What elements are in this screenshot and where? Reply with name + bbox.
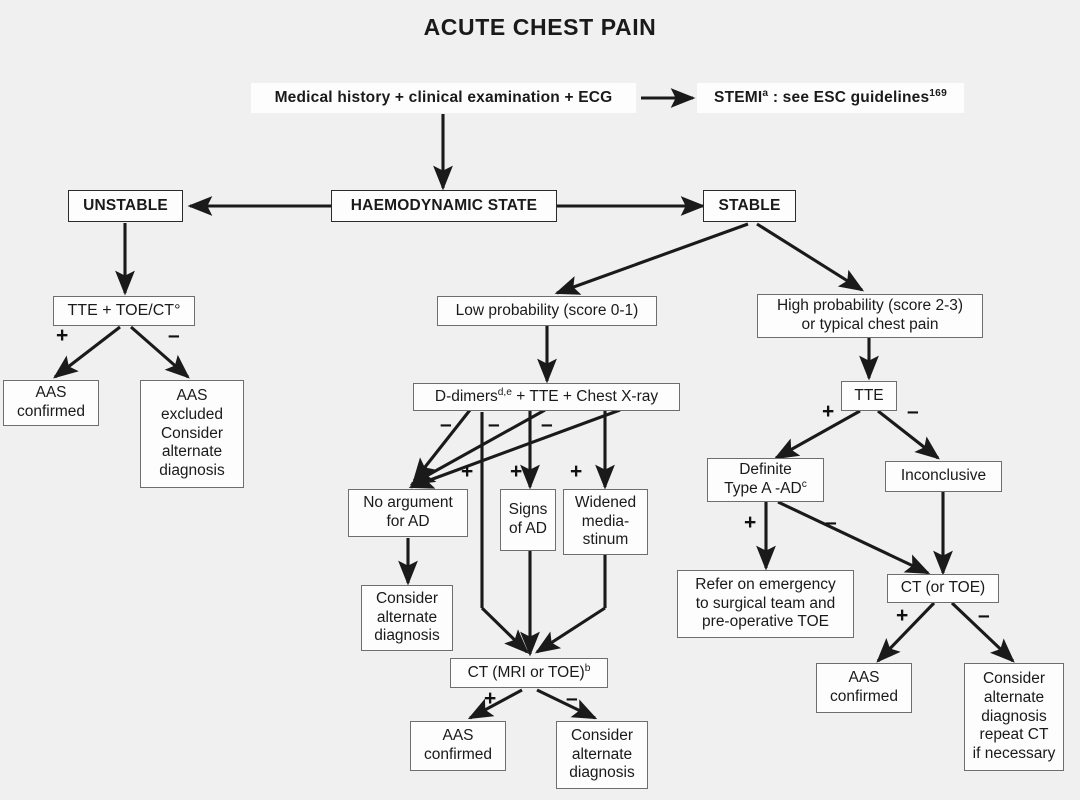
node-definite-type-a[interactable]: Definite Type A -ADc [707,458,824,502]
ct-mri-or-toe-label: CT (MRI or TOE)b [467,662,591,682]
node-consider-alternate-bottom[interactable]: Consider alternate diagnosis [556,721,648,789]
node-haemodynamic-state[interactable]: HAEMODYNAMIC STATE [331,190,557,222]
sign-tte-toe-minus: – [168,324,180,347]
sign-ddimer-minus-3: – [541,413,553,436]
node-stable[interactable]: STABLE [703,190,796,222]
sign-definite-plus: + [744,511,757,534]
node-aas-confirmed-right[interactable]: AAS confirmed [816,663,912,713]
node-inconclusive[interactable]: Inconclusive [885,461,1002,492]
d-dimers-label: D-dimersd,e + TTE + Chest X-ray [434,386,659,406]
sign-ddimer-plus-3: + [570,460,583,483]
sign-ddimer-minus-1: – [440,413,452,436]
node-widened-mediastinum[interactable]: Widened media- stinum [563,489,648,555]
node-consider-alternate-mid[interactable]: Consider alternate diagnosis [361,585,453,651]
sign-tte-plus: + [822,400,835,423]
node-signs-of-ad[interactable]: Signs of AD [500,489,556,551]
sign-ddimer-minus-2: – [488,413,500,436]
node-unstable[interactable]: UNSTABLE [68,190,183,222]
node-high-probability[interactable]: High probability (score 2-3) or typical … [757,294,983,338]
node-no-argument-for-ad[interactable]: No argument for AD [348,489,468,537]
sign-tte-minus: – [907,400,919,423]
sign-ddimer-plus-2: + [510,460,523,483]
node-refer-on-emergency[interactable]: Refer on emergency to surgical team and … [677,570,854,638]
stemi-label: STEMIa : see ESC guidelines169 [714,87,947,107]
sign-ddimer-plus-1: + [461,460,474,483]
node-d-dimers[interactable]: D-dimersd,e + TTE + Chest X-ray [413,383,680,411]
node-low-probability[interactable]: Low probability (score 0-1) [437,296,657,326]
node-ct-mri-or-toe[interactable]: CT (MRI or TOE)b [450,658,608,688]
node-ct-or-toe[interactable]: CT (or TOE) [887,574,999,603]
sign-definite-minus: – [825,511,837,534]
sign-ct-toe-minus: – [978,604,990,627]
definite-type-a-label: Definite Type A -ADc [724,460,807,498]
node-tte-toe-ct[interactable]: TTE + TOE/CT° [53,296,195,326]
sign-tte-toe-plus: + [56,324,69,347]
page-title: ACUTE CHEST PAIN [423,14,657,40]
sign-ct-mri-plus: + [484,687,497,710]
sign-ct-toe-plus: + [896,604,909,627]
node-medical-history[interactable]: Medical history + clinical examination +… [251,83,636,113]
node-aas-confirmed-mid[interactable]: AAS confirmed [410,721,506,771]
node-consider-alternate-right[interactable]: Consider alternate diagnosis repeat CT i… [964,663,1064,771]
node-stemi[interactable]: STEMIa : see ESC guidelines169 [697,83,964,113]
node-aas-excluded[interactable]: AAS excluded Consider alternate diagnosi… [140,380,244,488]
sign-ct-mri-minus: – [566,687,578,710]
node-tte[interactable]: TTE [841,381,897,411]
node-aas-confirmed-left[interactable]: AAS confirmed [3,380,99,426]
